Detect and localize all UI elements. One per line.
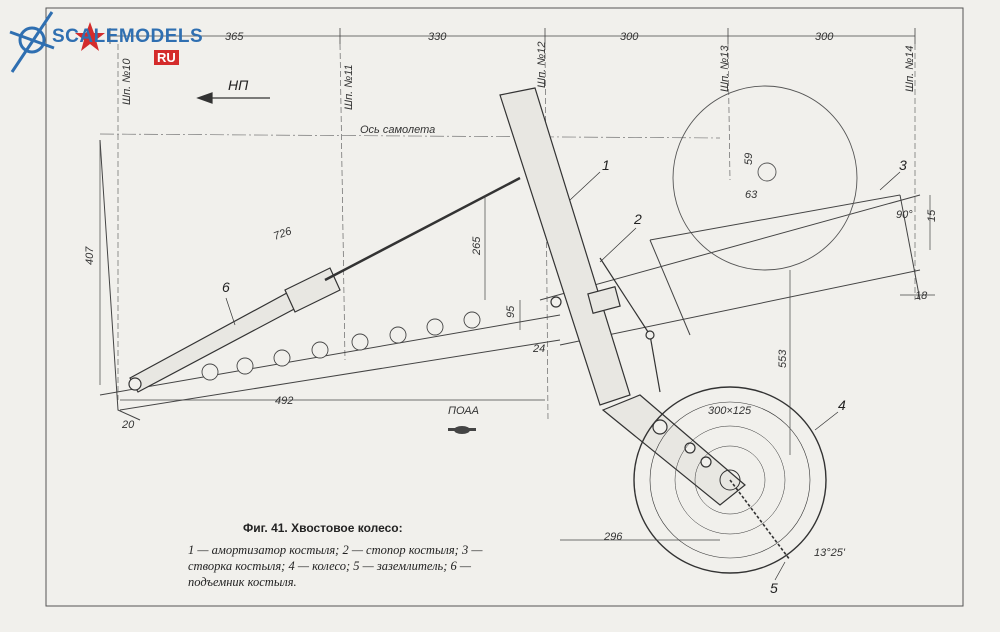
caption-items: 1 — амортизатор костыля; 2 — стопор кост…	[188, 543, 483, 589]
callout-leaders	[225, 171, 901, 581]
dim-63: 63	[745, 189, 758, 201]
dim-296: 296	[603, 531, 623, 543]
logo-text: SCALEMODELS	[52, 26, 204, 47]
dim-553: 553	[777, 349, 789, 368]
frame-label-12: Шп. №12	[536, 42, 548, 88]
shock-strut	[499, 87, 631, 406]
logo-emblem	[9, 11, 105, 73]
dim-95: 95	[505, 305, 517, 318]
stamp-emblem	[448, 426, 476, 434]
callout-2: 2	[633, 211, 642, 227]
logo-ru-badge: RU	[154, 50, 179, 65]
aircraft-axis	[99, 133, 721, 139]
dimension-lines	[99, 140, 935, 541]
callout-1: 1	[602, 157, 610, 173]
fuselage-skin	[99, 139, 921, 421]
dim-365: 365	[225, 31, 244, 43]
caption-title: Фиг. 41. Хвостовое колесо:	[243, 521, 403, 535]
callout-4: 4	[838, 397, 846, 413]
tail-wheel	[633, 386, 827, 574]
frame-label-11: Шп. №11	[343, 64, 355, 110]
frame-label-10: Шп. №10	[121, 58, 133, 105]
stamp-label: ПОАА	[448, 405, 479, 417]
drawing-border	[45, 7, 964, 607]
frame-label-14: Шп. №14	[904, 46, 916, 92]
dim-330: 330	[428, 31, 447, 43]
axis-label: Ось самолета	[360, 124, 435, 136]
dim-24: 24	[532, 343, 545, 355]
frame-label-13: Шп. №13	[719, 45, 731, 92]
dim-300-a: 300	[620, 31, 639, 43]
dim-407: 407	[84, 246, 96, 265]
angle-13-25: 13°25'	[814, 547, 846, 559]
dim-18: 18	[915, 290, 928, 302]
dim-59: 59	[743, 153, 755, 165]
callout-6: 6	[222, 279, 230, 295]
angle-90: 90°	[896, 209, 913, 221]
retraction-jack	[128, 176, 521, 393]
dim-492: 492	[275, 395, 293, 407]
dim-726: 726	[272, 225, 294, 243]
figure-caption: Фиг. 41. Хвостовое колесо: 1 — амортизат…	[188, 520, 518, 590]
retracted-wheel	[672, 85, 858, 271]
callout-3: 3	[899, 157, 907, 173]
dim-265: 265	[471, 236, 483, 256]
grounding-cable	[729, 479, 791, 561]
wheel-fork	[601, 394, 746, 506]
lightening-holes	[201, 311, 481, 381]
callout-5: 5	[770, 580, 778, 596]
flight-direction-arrow	[196, 92, 270, 104]
logo[interactable]: SCALEMODELS RU	[6, 8, 203, 68]
wheel-size-label: 300×125	[708, 405, 752, 417]
dim-15: 15	[926, 209, 938, 222]
stop-link	[599, 257, 661, 393]
direction-label: НП	[228, 77, 249, 93]
frame-lines	[117, 43, 916, 421]
top-dimension-line	[109, 28, 916, 44]
dim-20: 20	[121, 419, 135, 431]
dim-300-b: 300	[815, 31, 834, 43]
